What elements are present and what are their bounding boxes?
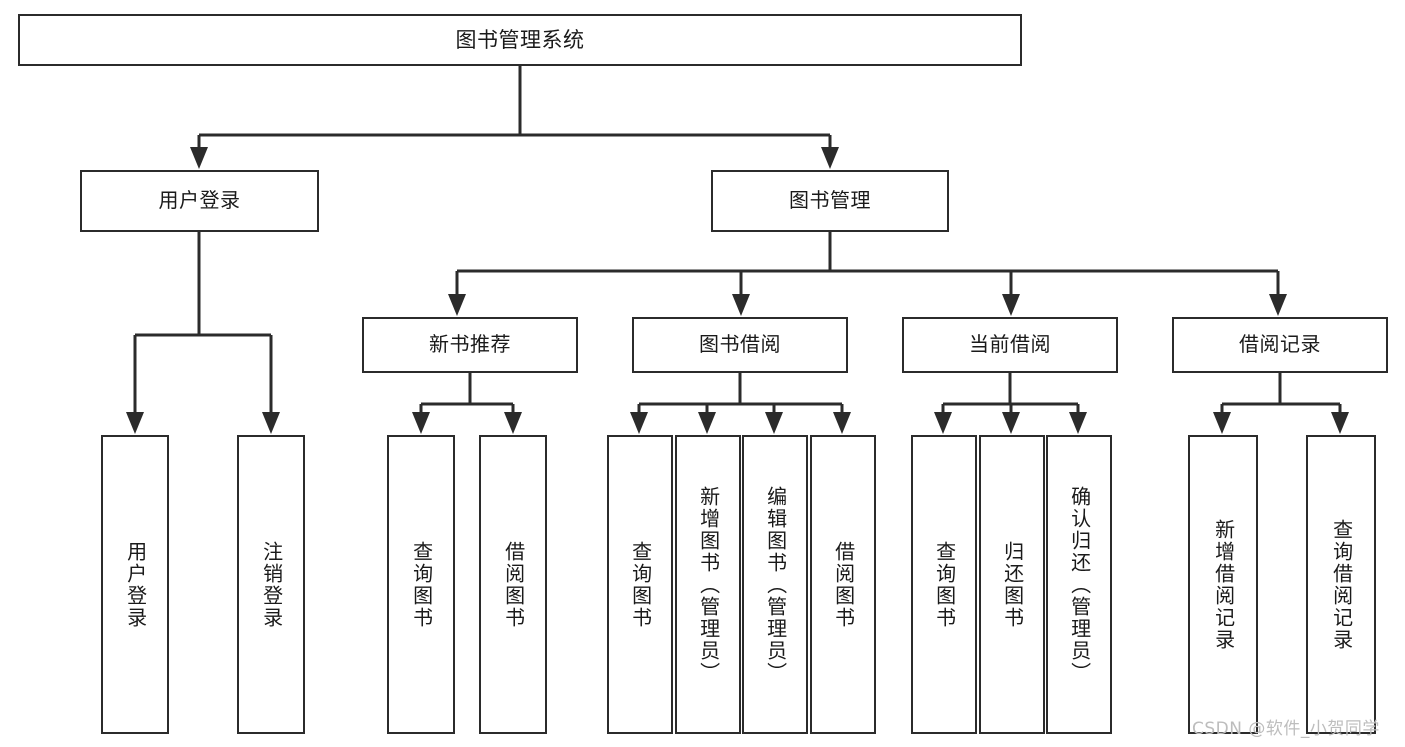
node-leaf-edit-book[interactable]: 编辑图书（管理员）	[742, 435, 808, 734]
node-leaf-user-logout[interactable]: 注销登录	[237, 435, 305, 734]
node-leaf-borrow-book-2[interactable]: 借阅图书	[810, 435, 876, 734]
node-leaf-borrow-book-1[interactable]: 借阅图书	[479, 435, 547, 734]
watermark-label: CSDN @软件_小贺同学	[1192, 719, 1380, 739]
node-borrow-record[interactable]: 借阅记录	[1172, 317, 1388, 373]
node-leaf-add-record[interactable]: 新增借阅记录	[1188, 435, 1258, 734]
node-current-borrow[interactable]: 当前借阅	[902, 317, 1118, 373]
node-leaf-query-book-1[interactable]: 查询图书	[387, 435, 455, 734]
node-book-manage[interactable]: 图书管理	[711, 170, 949, 232]
node-leaf-query-record[interactable]: 查询借阅记录	[1306, 435, 1376, 734]
node-new-book-recommend[interactable]: 新书推荐	[362, 317, 578, 373]
node-user-login[interactable]: 用户登录	[80, 170, 319, 232]
node-leaf-add-book[interactable]: 新增图书（管理员）	[675, 435, 741, 734]
node-root[interactable]: 图书管理系统	[18, 14, 1022, 66]
node-book-borrow[interactable]: 图书借阅	[632, 317, 848, 373]
node-leaf-return-book[interactable]: 归还图书	[979, 435, 1045, 734]
node-leaf-query-book-3[interactable]: 查询图书	[911, 435, 977, 734]
node-leaf-query-book-2[interactable]: 查询图书	[607, 435, 673, 734]
node-leaf-user-login[interactable]: 用户登录	[101, 435, 169, 734]
node-leaf-confirm-return[interactable]: 确认归还（管理员）	[1046, 435, 1112, 734]
